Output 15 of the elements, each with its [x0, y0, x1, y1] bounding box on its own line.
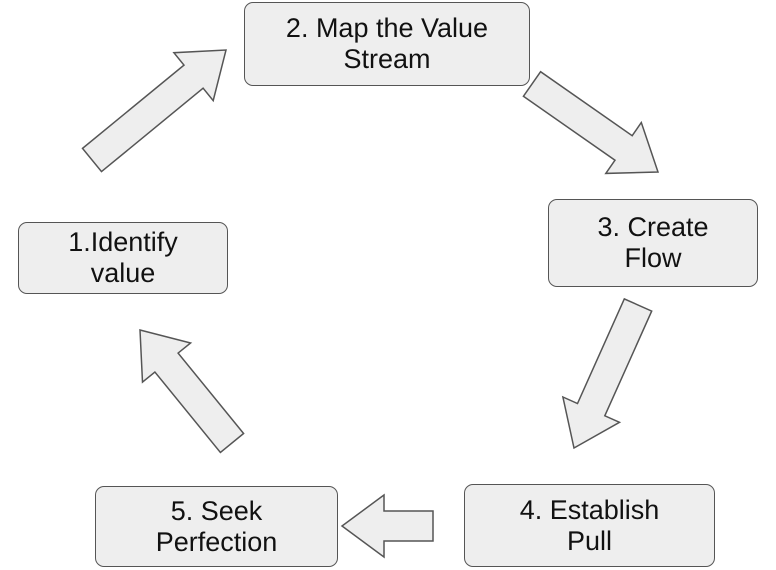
step-label: 3. Create Flow: [596, 212, 710, 274]
step-box: [464, 484, 715, 567]
step-label: 4. Establish Pull: [518, 494, 660, 556]
block-arrow: [81, 49, 227, 173]
block-arrow: [340, 494, 434, 558]
step-box: [95, 486, 338, 567]
step-label: 1.Identify value: [67, 227, 179, 289]
step-box: [548, 199, 758, 287]
step-label: 5. Seek Perfection: [154, 496, 278, 558]
block-arrow: [139, 329, 245, 454]
step-box: [18, 222, 228, 294]
block-arrow: [522, 70, 660, 174]
step-label: 2. Map the Value Stream: [284, 13, 490, 75]
step-box: [244, 2, 530, 86]
block-arrow: [562, 298, 653, 450]
